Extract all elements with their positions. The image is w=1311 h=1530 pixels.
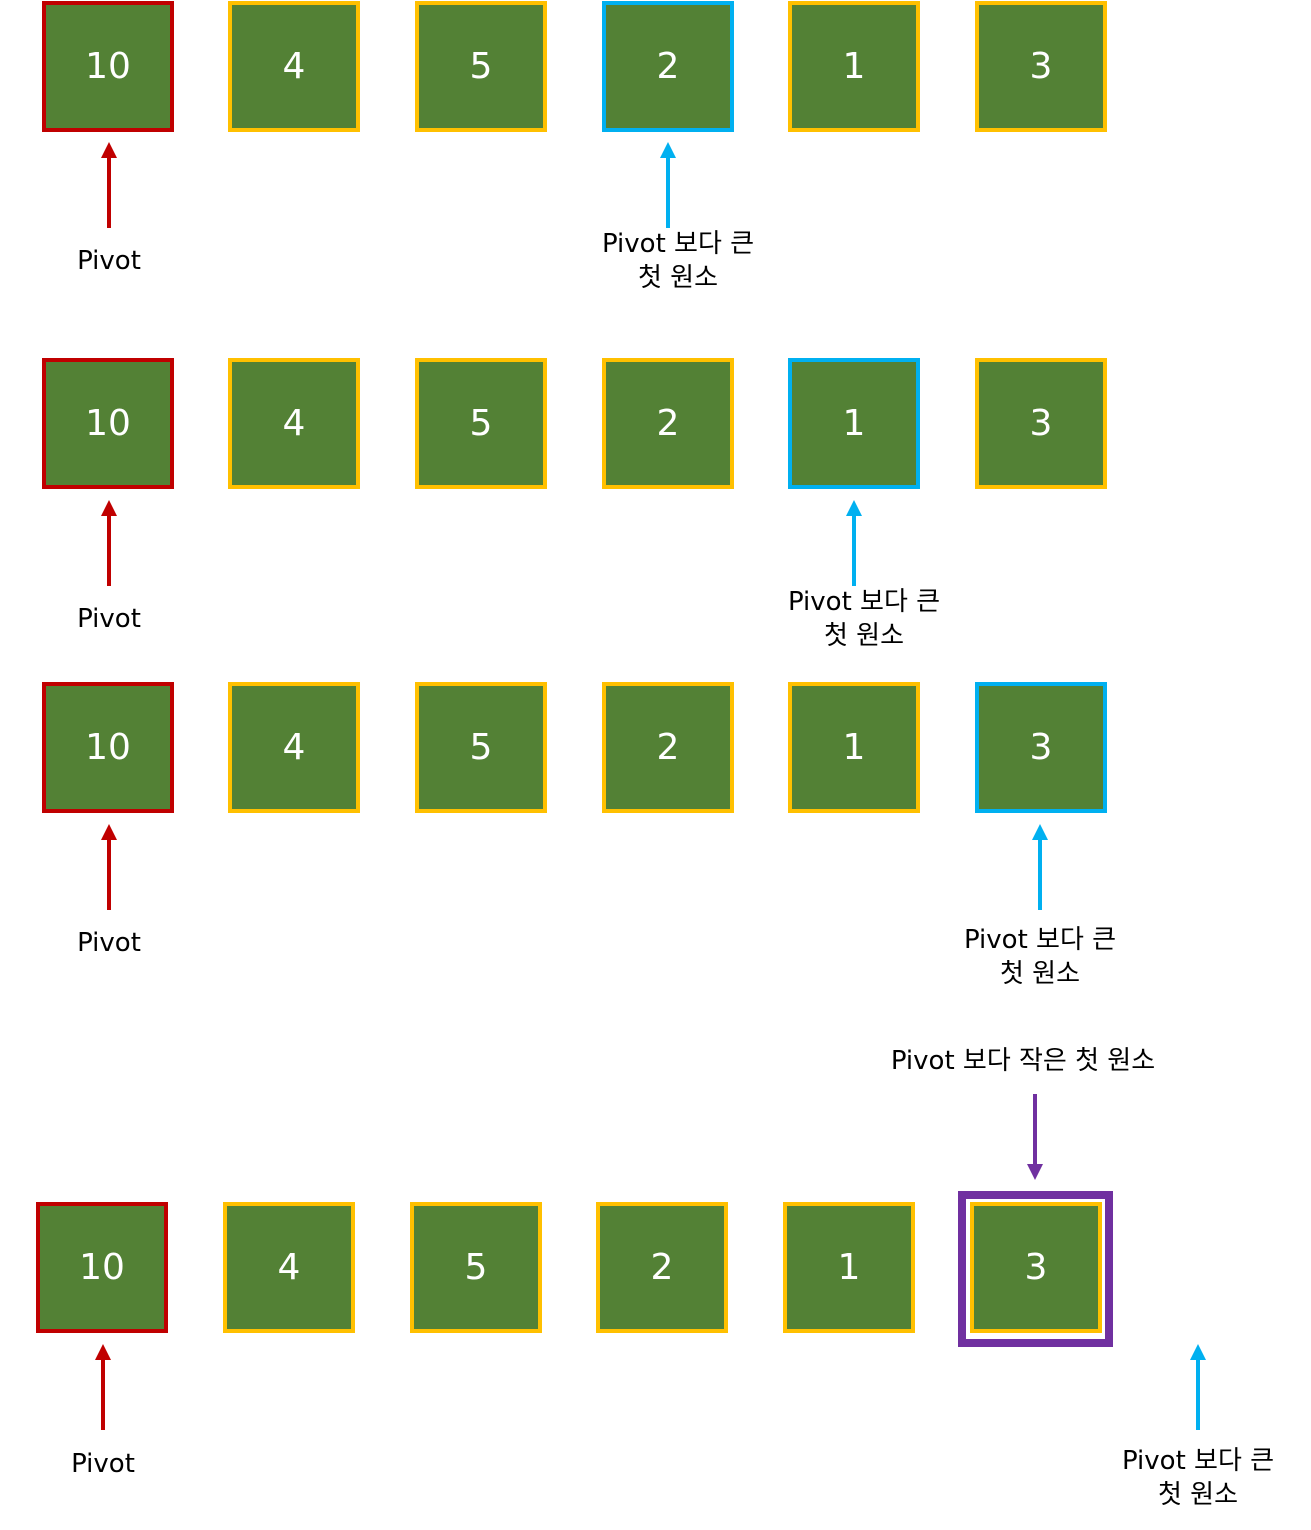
array-cell: 4	[228, 358, 360, 489]
array-cell-pivot: 10	[42, 358, 174, 489]
larger-label: Pivot 보다 큰 첫 원소	[787, 587, 941, 651]
array-cell-pivot: 10	[42, 682, 174, 813]
pivot-label: Pivot	[71, 1449, 135, 1479]
array-cell: 1	[783, 1202, 915, 1333]
array-cell: 3	[975, 1, 1107, 132]
array-cell-larger: 1	[788, 358, 920, 489]
array-cell: 4	[228, 1, 360, 132]
array-cell: 3	[975, 358, 1107, 489]
pivot-label: Pivot	[77, 604, 141, 634]
smaller-label: Pivot 보다 작은 첫 원소	[890, 1046, 1156, 1076]
array-cell: 5	[415, 682, 547, 813]
array-cell: 1	[788, 1, 920, 132]
array-cell: 5	[410, 1202, 542, 1333]
array-cell: 2	[602, 358, 734, 489]
array-cell: 5	[415, 358, 547, 489]
array-cell: 2	[602, 682, 734, 813]
pivot-label: Pivot	[77, 246, 141, 276]
smaller-highlight-frame	[958, 1191, 1113, 1347]
array-cell: 5	[415, 1, 547, 132]
array-cell-pivot: 10	[42, 1, 174, 132]
array-cell-larger: 2	[602, 1, 734, 132]
array-cell: 1	[788, 682, 920, 813]
array-cell-larger: 3	[975, 682, 1107, 813]
array-cell-smaller: 3	[970, 1202, 1102, 1333]
array-cell: 2	[596, 1202, 728, 1333]
array-cell: 4	[223, 1202, 355, 1333]
pivot-label: Pivot	[77, 928, 141, 958]
larger-label: Pivot 보다 큰 첫 원소	[1121, 1446, 1275, 1510]
larger-label: Pivot 보다 큰 첫 원소	[601, 229, 755, 293]
larger-label: Pivot 보다 큰 첫 원소	[963, 925, 1117, 989]
array-cell-pivot: 10	[36, 1202, 168, 1333]
array-cell: 4	[228, 682, 360, 813]
